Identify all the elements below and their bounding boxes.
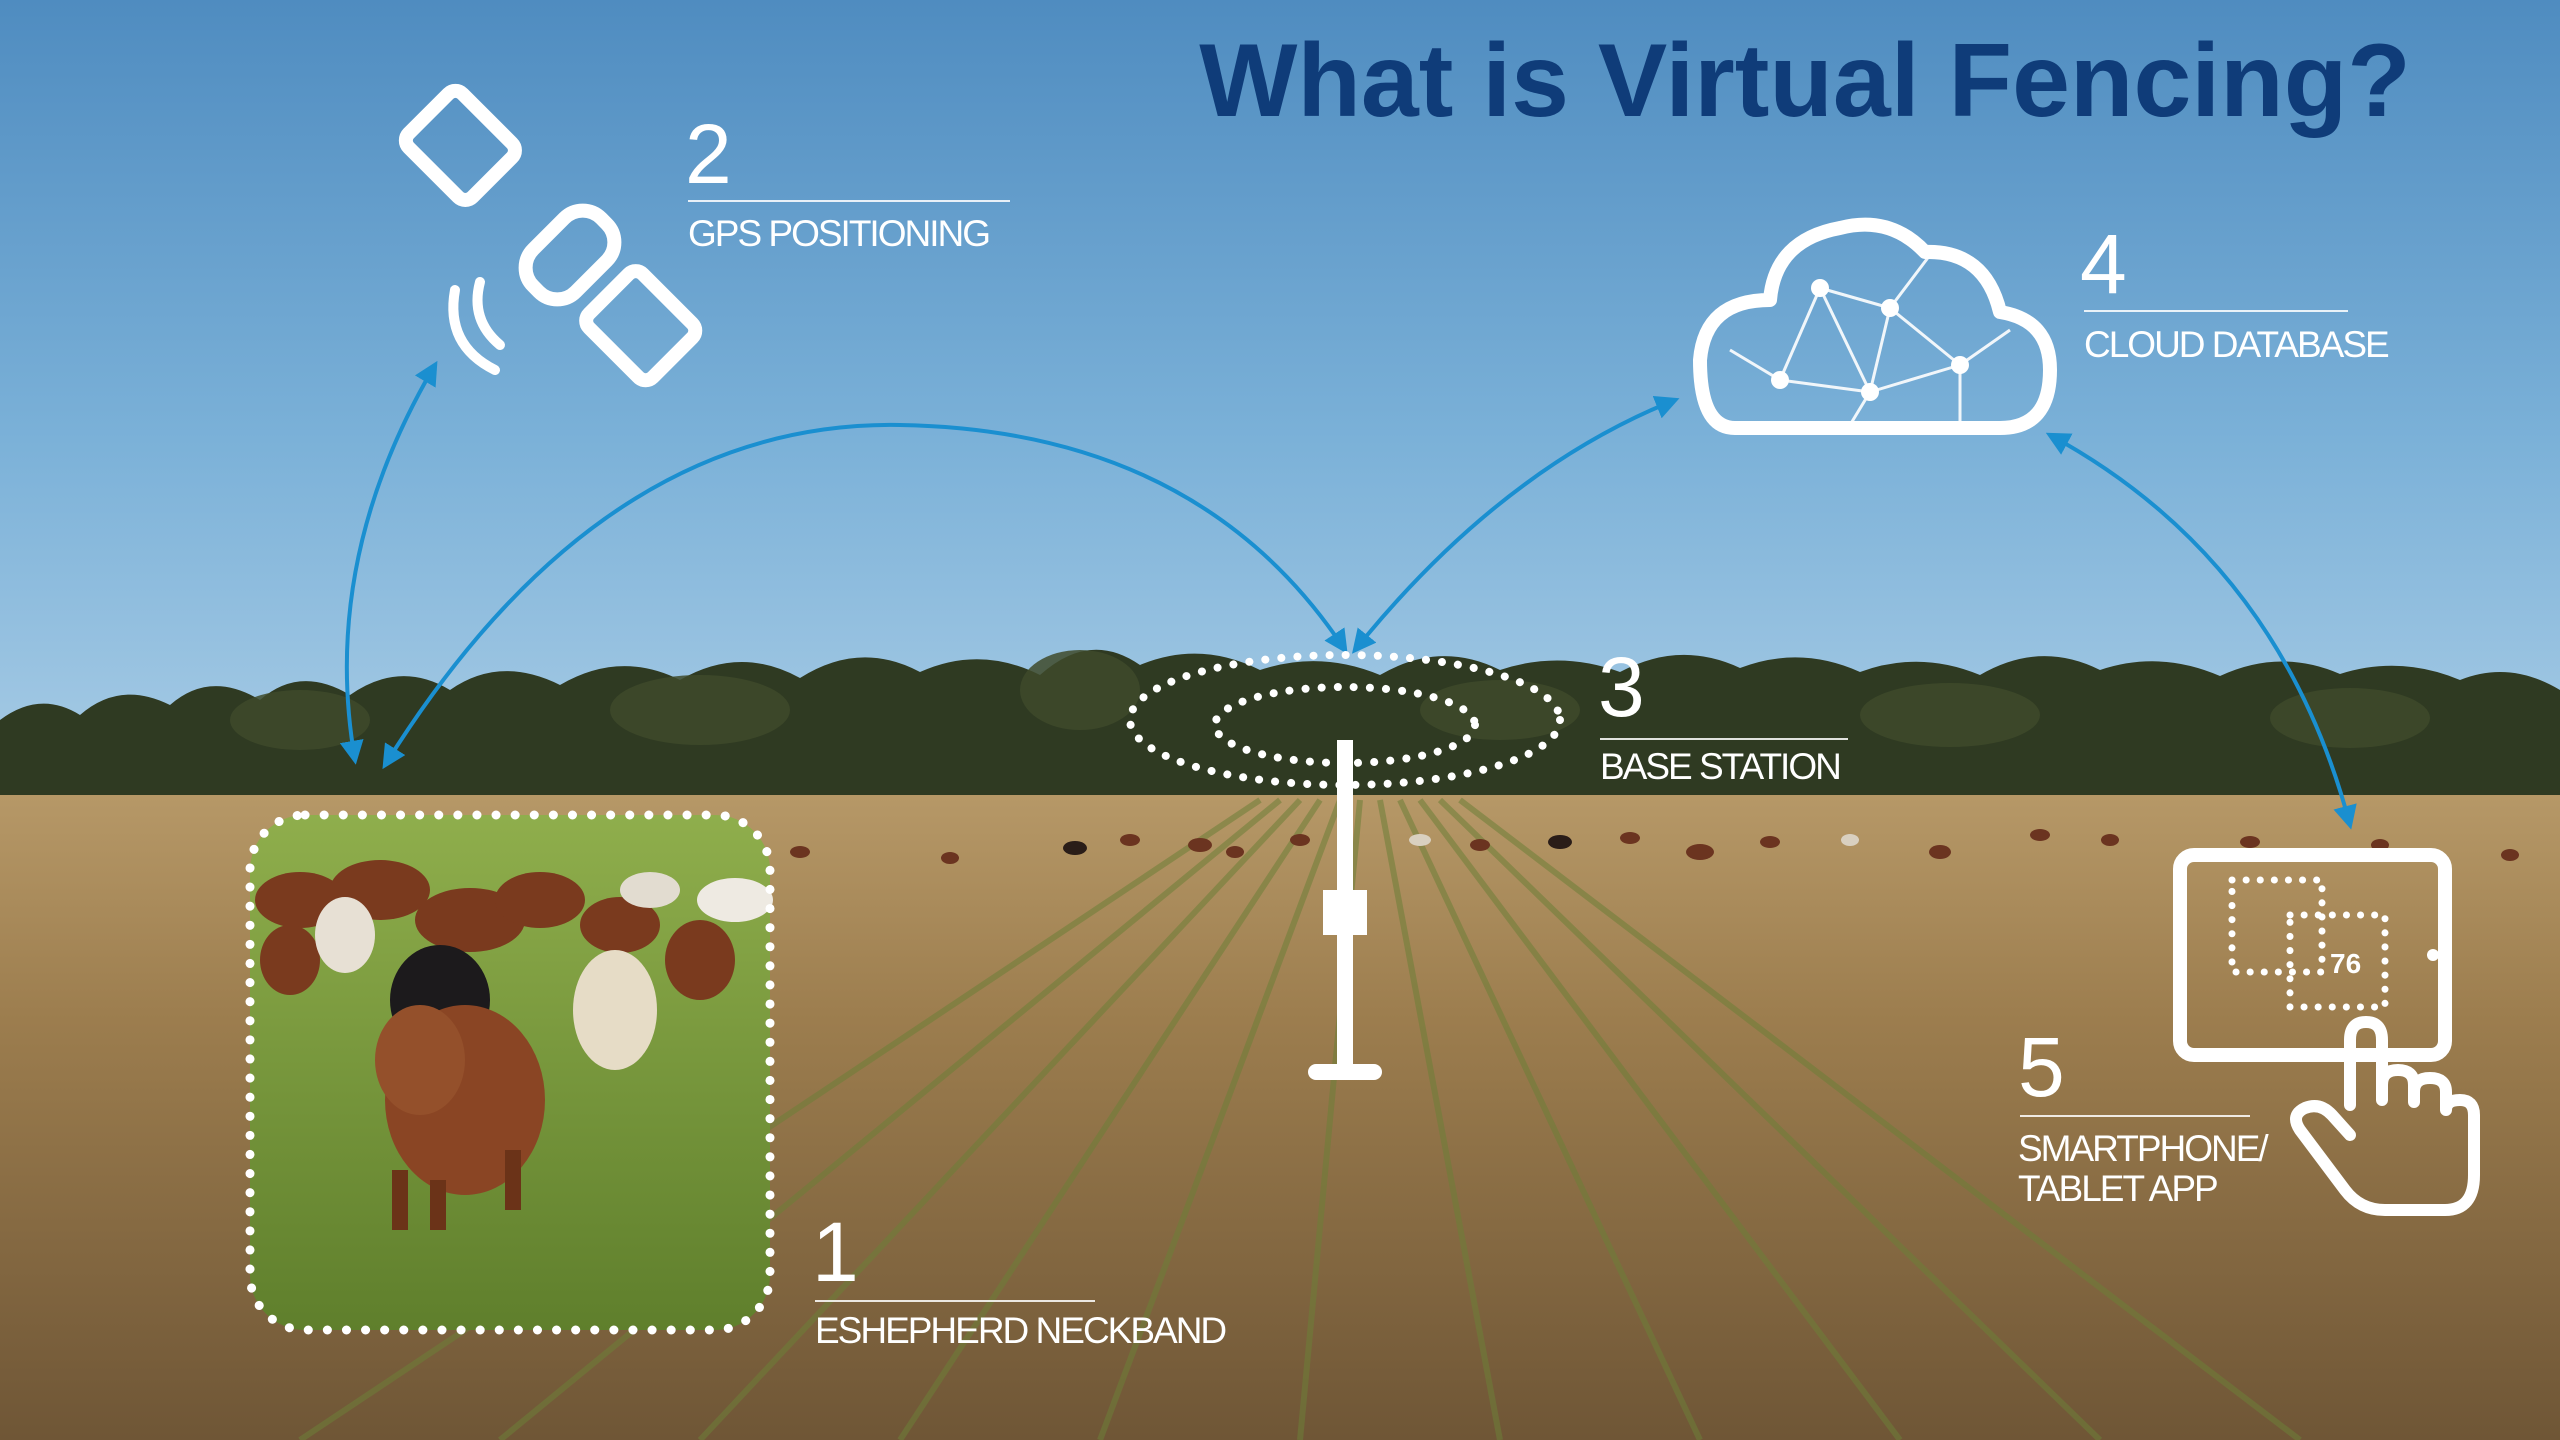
component-label-cloud: CLOUD DATABASE (2084, 324, 2390, 365)
component-label-neckband: ESHEPHERD NECKBAND (815, 1310, 1227, 1351)
component-label-gps: GPS POSITIONING (688, 213, 991, 254)
tablet-screen-value: 76 (2330, 948, 2362, 979)
cloud-network-icon (1693, 217, 2057, 435)
divider-neckband (815, 1300, 1095, 1302)
tablet-icon (2173, 848, 2452, 1062)
satellite-icon (398, 83, 703, 388)
page-title: What is Virtual Fencing? (1199, 23, 2411, 139)
pointing-hand-icon (2290, 1016, 2480, 1216)
arrow-cloud-tablet (2045, 432, 2357, 830)
crop-rows (298, 797, 2302, 1440)
connector-arrows (339, 360, 2357, 830)
divider-gps (688, 200, 1010, 202)
divider-base-station (1600, 738, 1848, 740)
component-number-neckband: 1 (812, 1205, 859, 1299)
herd-photo-inset (250, 815, 773, 1330)
component-number-base-station: 3 (1598, 640, 1645, 734)
component-number-app: 5 (2018, 1020, 2065, 1114)
base-station-icon (1126, 651, 1564, 1080)
divider-app (2020, 1115, 2250, 1117)
arrow-base-cloud (1351, 395, 1680, 654)
component-label-app-line2: TABLET APP (2018, 1168, 2219, 1209)
arrow-neckband-base (382, 422, 1348, 770)
component-label-base-station: BASE STATION (1600, 746, 1842, 787)
divider-cloud (2084, 310, 2348, 312)
arrow-neckband-gps (339, 360, 438, 765)
component-label-app-line1: SMARTPHONE/ (2018, 1128, 2269, 1169)
component-number-gps: 2 (685, 107, 732, 201)
component-number-cloud: 4 (2080, 217, 2127, 311)
